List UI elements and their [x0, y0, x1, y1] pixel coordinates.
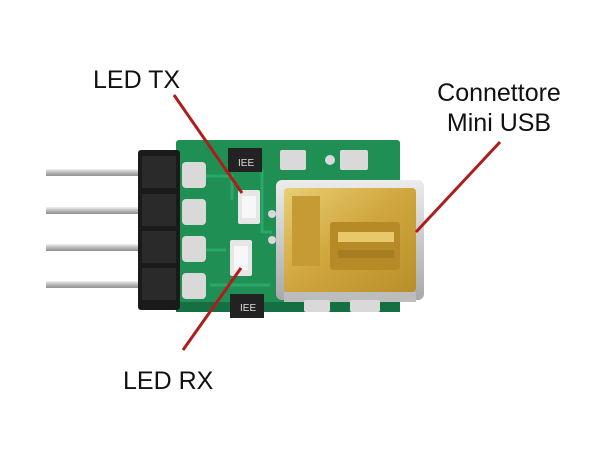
- led-tx-label: LED TX: [93, 66, 181, 94]
- mini-usb-connector: [276, 180, 424, 312]
- top-chip-marking: IEE: [238, 158, 254, 169]
- mini-usb-label-line-2: Mini USB: [446, 109, 552, 137]
- bottom-chip: IEE: [230, 294, 264, 318]
- header-solder-pads: [182, 162, 206, 299]
- header-pins: [46, 169, 142, 288]
- top-smd-pads: [268, 150, 368, 244]
- bottom-chip-marking: IEE: [240, 303, 256, 314]
- led-tx-component: [238, 190, 260, 224]
- callout-lines: [172, 94, 502, 351]
- mini-usb-label-line-1: Connettore: [437, 79, 561, 107]
- led-rx-label: LED RX: [123, 367, 214, 395]
- pin-1: [46, 169, 142, 176]
- callout-led-tx: [172, 94, 244, 194]
- callout-led-rx: [181, 267, 243, 351]
- pin-3: [46, 244, 142, 251]
- pin-2: [46, 207, 142, 214]
- pin-header-housing: [138, 150, 180, 310]
- led-rx-component: [230, 240, 252, 276]
- mini-usb-label: Connettore Mini USB: [414, 78, 584, 138]
- top-chip: IEE: [228, 148, 262, 172]
- pin-4: [46, 281, 142, 288]
- callout-mini-usb: [414, 140, 502, 234]
